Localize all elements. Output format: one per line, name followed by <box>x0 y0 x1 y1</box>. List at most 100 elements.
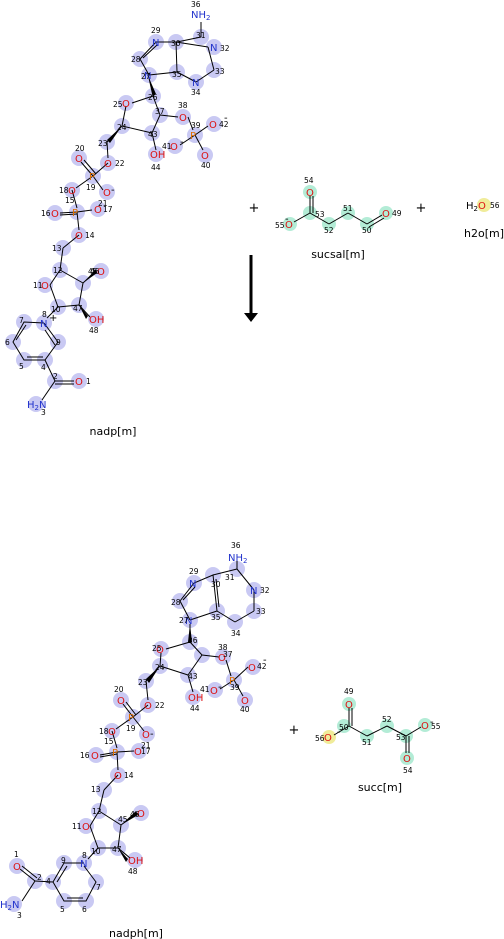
h2o-label: h2o[m] <box>464 227 504 240</box>
svg-text:N: N <box>210 43 217 54</box>
svg-text:24: 24 <box>117 123 127 132</box>
svg-text:27: 27 <box>141 72 151 81</box>
svg-text:O: O <box>382 209 390 220</box>
svg-text:-: - <box>285 214 289 225</box>
svg-text:41: 41 <box>162 142 172 151</box>
svg-text:2: 2 <box>37 873 42 882</box>
svg-text:20: 20 <box>114 685 124 694</box>
nadph-bonds <box>19 561 255 902</box>
svg-text:O: O <box>13 862 21 873</box>
svg-text:42: 42 <box>257 662 267 671</box>
nadph-label: nadph[m] <box>109 927 163 939</box>
molecule-h2o: H2O 56 h2o[m] <box>464 198 504 240</box>
svg-text:O: O <box>122 99 130 110</box>
h2o-atom-number: 56 <box>490 201 500 210</box>
nadp-wedges <box>79 78 156 319</box>
svg-text:50: 50 <box>362 226 372 235</box>
svg-text:7: 7 <box>96 883 101 892</box>
svg-text:O: O <box>201 151 209 162</box>
nadp-bonds <box>12 22 215 401</box>
svg-text:34: 34 <box>231 629 241 638</box>
svg-text:12: 12 <box>53 266 63 275</box>
svg-text:O: O <box>306 188 314 199</box>
svg-text:26: 26 <box>148 93 158 102</box>
svg-text:45: 45 <box>118 815 128 824</box>
svg-text:O: O <box>68 186 76 197</box>
svg-text:12: 12 <box>92 807 102 816</box>
plus-sign-1: + <box>249 201 260 216</box>
reaction-arrow <box>244 255 258 322</box>
succ-atom-halos <box>337 697 432 765</box>
svg-text:H2N: H2N <box>0 900 19 912</box>
svg-text:50: 50 <box>339 723 349 732</box>
svg-text:2: 2 <box>53 372 58 381</box>
plus-sign-2: + <box>416 201 427 216</box>
svg-text:36: 36 <box>231 541 241 550</box>
svg-text:37: 37 <box>155 107 165 116</box>
svg-text:19: 19 <box>126 724 136 733</box>
svg-text:38: 38 <box>218 643 228 652</box>
svg-text:O: O <box>91 751 99 762</box>
svg-text:49: 49 <box>392 209 402 218</box>
svg-text:15: 15 <box>104 737 114 746</box>
svg-text:43: 43 <box>148 130 158 139</box>
svg-text:47: 47 <box>73 304 83 313</box>
svg-text:O: O <box>210 686 218 697</box>
svg-text:52: 52 <box>382 715 392 724</box>
svg-text:+: + <box>49 313 57 324</box>
svg-text:18: 18 <box>99 727 109 736</box>
svg-text:40: 40 <box>240 705 250 714</box>
svg-text:23: 23 <box>98 139 108 148</box>
svg-text:15: 15 <box>65 196 75 205</box>
svg-text:O: O <box>94 205 102 216</box>
svg-text:1: 1 <box>14 850 19 859</box>
svg-text:45: 45 <box>88 267 98 276</box>
svg-text:N: N <box>192 78 199 89</box>
svg-text:O: O <box>103 188 111 199</box>
svg-text:51: 51 <box>362 738 372 747</box>
svg-text:56: 56 <box>315 734 325 743</box>
svg-text:35: 35 <box>211 613 221 622</box>
svg-text:N: N <box>250 586 257 597</box>
svg-text:NH2: NH2 <box>191 10 210 22</box>
svg-text:4: 4 <box>46 877 51 886</box>
svg-text:OH: OH <box>128 856 143 867</box>
svg-text:H2N: H2N <box>27 400 46 412</box>
svg-text:11: 11 <box>72 822 82 831</box>
nadp-atom-symbols: NH2 N N N N O O P O O O OH O P O O O P O… <box>27 10 228 412</box>
svg-text:54: 54 <box>403 766 413 775</box>
svg-text:42: 42 <box>219 120 229 129</box>
svg-text:18: 18 <box>59 186 69 195</box>
svg-text:-: - <box>224 113 228 124</box>
svg-text:OH: OH <box>89 315 104 326</box>
svg-text:41: 41 <box>200 685 210 694</box>
svg-text:9: 9 <box>61 856 66 865</box>
svg-text:P: P <box>128 713 134 724</box>
svg-text:O: O <box>142 730 150 741</box>
svg-text:53: 53 <box>315 210 325 219</box>
svg-text:30: 30 <box>171 39 181 48</box>
svg-text:47: 47 <box>112 845 122 854</box>
svg-text:17: 17 <box>103 205 113 214</box>
h2o-atom-halo <box>477 198 491 212</box>
svg-text:34: 34 <box>191 88 201 97</box>
svg-text:37: 37 <box>223 650 233 659</box>
svg-text:O: O <box>248 663 256 674</box>
svg-text:26: 26 <box>188 636 198 645</box>
succ-bonds <box>333 708 422 753</box>
succ-water-oxygen-halo <box>322 730 336 744</box>
svg-text:46: 46 <box>130 810 140 819</box>
svg-text:55: 55 <box>275 221 285 230</box>
svg-text:O: O <box>209 120 217 131</box>
svg-text:40: 40 <box>201 161 211 170</box>
svg-text:3: 3 <box>41 408 46 417</box>
svg-text:O: O <box>75 231 83 242</box>
sucsal-atom-symbols: O O O - <box>285 188 390 231</box>
succ-label: succ[m] <box>358 781 402 794</box>
svg-text:8: 8 <box>42 310 47 319</box>
svg-text:46: 46 <box>90 267 100 276</box>
svg-text:10: 10 <box>91 847 101 856</box>
svg-text:OH: OH <box>188 693 203 704</box>
